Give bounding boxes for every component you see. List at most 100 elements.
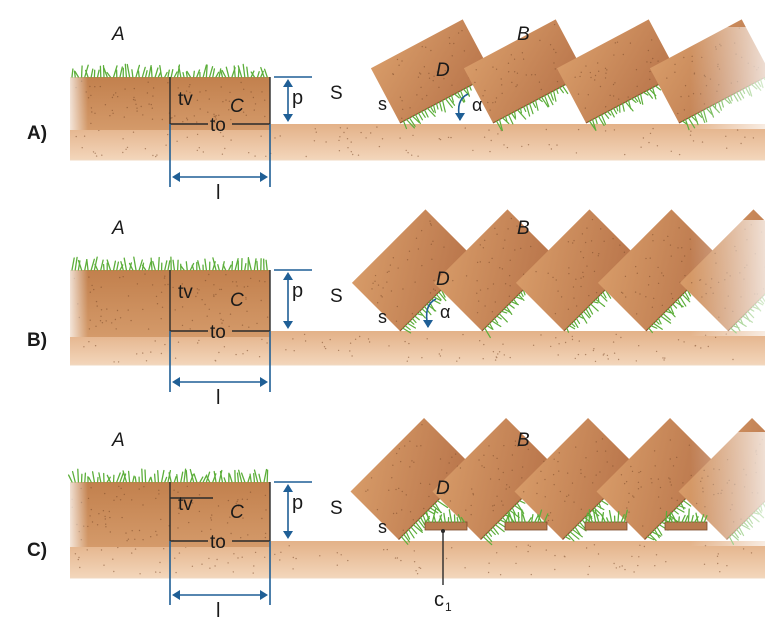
- soil-grain: [591, 251, 594, 254]
- grass-blade: [513, 298, 518, 305]
- soil-grain: [665, 561, 667, 563]
- soil-grain: [418, 72, 421, 74]
- soil-grain: [210, 528, 212, 531]
- grass-blade: [67, 474, 73, 483]
- soil-grain: [123, 493, 126, 496]
- bottom-label: to: [210, 322, 226, 343]
- soil-grain: [408, 342, 410, 345]
- soil-grain: [396, 305, 399, 308]
- soil-grain: [134, 99, 136, 101]
- furrow-label: S: [330, 83, 343, 104]
- soil-grain: [483, 343, 485, 346]
- soil-grain: [638, 556, 640, 558]
- grass-blade: [185, 261, 188, 271]
- grass-blade: [119, 472, 125, 483]
- soil-grain: [152, 95, 154, 97]
- grass-blade: [653, 322, 663, 330]
- soil-grain: [349, 350, 351, 352]
- soil-grain: [91, 284, 93, 287]
- soil-grain: [207, 111, 209, 113]
- soil-grain: [617, 358, 620, 361]
- soil-grain: [587, 94, 589, 96]
- soil-grain: [113, 570, 115, 573]
- grass-blade: [106, 259, 112, 271]
- width-arrow-left: [172, 172, 180, 182]
- furrow-label: S: [330, 286, 343, 307]
- soil-grain: [156, 303, 159, 305]
- grass-blade: [132, 475, 135, 483]
- soil-grain: [585, 65, 587, 67]
- soil-grain: [208, 557, 210, 560]
- soil-grain: [666, 77, 668, 79]
- soil-grain: [554, 68, 557, 70]
- grass-blade: [407, 322, 417, 329]
- soil-grain: [421, 264, 423, 267]
- grass-blade: [636, 94, 642, 105]
- soil-grain: [438, 353, 440, 355]
- soil-grain: [438, 138, 440, 140]
- soil-grain: [405, 494, 407, 496]
- soil-grain: [683, 341, 685, 343]
- soil-grain: [77, 558, 80, 561]
- soil-grain: [144, 148, 147, 150]
- soil-grain: [592, 349, 595, 352]
- soil-grain: [530, 573, 532, 576]
- soil-grain: [177, 507, 180, 509]
- soil-grain: [214, 116, 217, 118]
- soil-grain: [572, 286, 575, 288]
- soil-grain: [575, 278, 577, 280]
- soil-grain: [547, 519, 550, 522]
- soil-grain: [671, 497, 673, 499]
- soil-grain: [553, 458, 555, 460]
- soil-grain: [325, 141, 327, 143]
- soil-grain: [154, 340, 156, 342]
- grass-blade: [569, 531, 580, 540]
- soil-grain: [659, 486, 662, 489]
- grass-blade: [498, 313, 508, 323]
- soil-grain: [599, 228, 602, 230]
- soil-grain: [258, 280, 261, 282]
- soil-grain: [230, 532, 232, 535]
- grass-blade: [212, 68, 216, 78]
- soil-grain: [501, 84, 503, 86]
- soil-grain: [566, 472, 569, 474]
- soil-grain: [349, 342, 352, 344]
- grass-blade: [98, 472, 102, 483]
- right-fade: [690, 220, 765, 336]
- grass-blade: [489, 322, 494, 330]
- soil-grain: [714, 336, 717, 339]
- soil-grain: [487, 101, 489, 104]
- grass-blade: [567, 533, 575, 542]
- soil-grain: [295, 557, 297, 560]
- grass-blade: [408, 117, 416, 127]
- soil-grain: [398, 448, 401, 450]
- grass-blade: [71, 257, 75, 271]
- soil-grain: [114, 318, 117, 321]
- soil-grain: [247, 285, 249, 288]
- soil-grain: [553, 23, 556, 26]
- soil-grain: [142, 308, 144, 311]
- grass-blade: [74, 256, 78, 271]
- soil-grain: [507, 228, 509, 230]
- soil-grain: [360, 131, 362, 134]
- grass-blade: [263, 68, 268, 78]
- soil-grain: [482, 247, 485, 249]
- soil-grain: [489, 150, 491, 153]
- grass-blade: [258, 473, 262, 483]
- grass-blade: [205, 64, 208, 78]
- soil-grain: [690, 130, 692, 132]
- soil-grain: [674, 71, 676, 73]
- grass-blade: [543, 94, 550, 107]
- grass-blade: [578, 315, 584, 319]
- soil-grain: [494, 359, 497, 361]
- soil-grain: [237, 557, 239, 559]
- grass-blade: [135, 64, 141, 78]
- soil-grain: [388, 270, 390, 273]
- soil-grain: [563, 555, 566, 557]
- grass-blade: [127, 470, 131, 483]
- grass-blade: [513, 110, 517, 119]
- grass-blade: [260, 70, 264, 78]
- soil-grain: [215, 118, 217, 120]
- soil-grain: [598, 253, 600, 255]
